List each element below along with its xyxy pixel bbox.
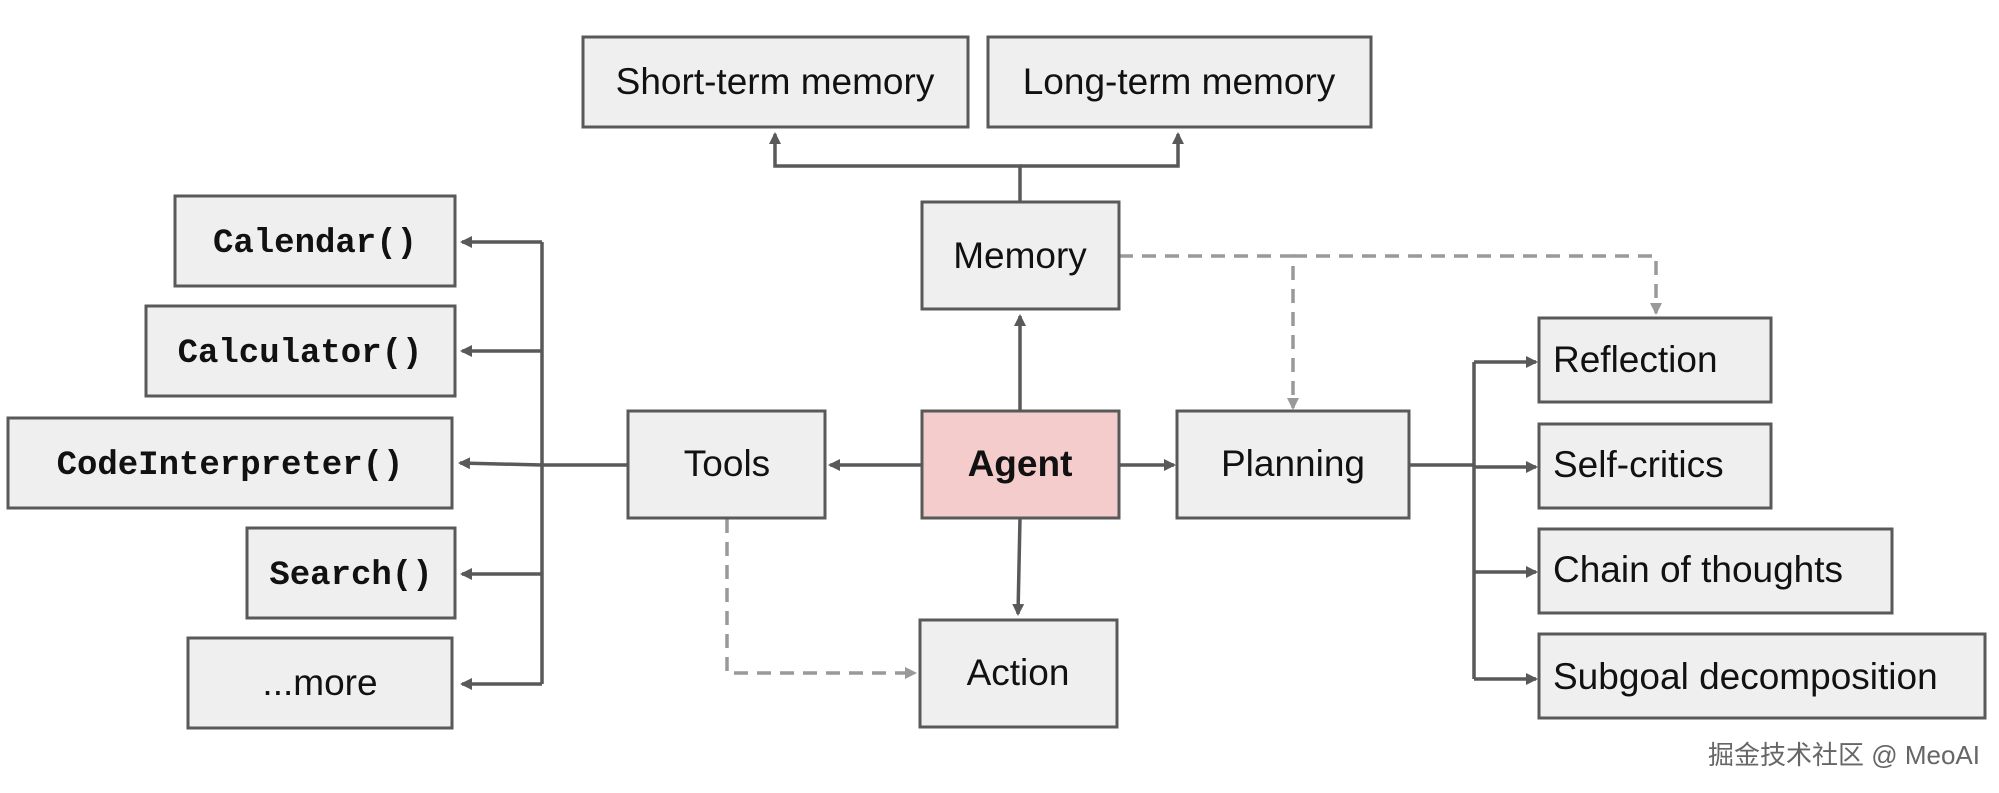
tools-to-codeinterpreter-arrow bbox=[458, 457, 543, 470]
search-label: Search() bbox=[269, 557, 432, 595]
action-node: Action bbox=[918, 618, 1119, 729]
subgoal-decomposition-node: Subgoal decomposition bbox=[1537, 632, 1987, 720]
memory-to-reflection-dashed-arrow bbox=[1293, 254, 1662, 315]
reflection-label: Reflection bbox=[1553, 339, 1718, 380]
long-term-memory-label: Long-term memory bbox=[1023, 61, 1336, 102]
self-critics-label: Self-critics bbox=[1553, 444, 1724, 485]
codeinterpreter-label: CodeInterpreter() bbox=[57, 447, 404, 485]
search-node: Search() bbox=[245, 526, 457, 620]
planning-node: Planning bbox=[1175, 409, 1411, 520]
codeinterpreter-node: CodeInterpreter() bbox=[6, 416, 454, 510]
agent-node: Agent bbox=[920, 409, 1121, 520]
tools-branch-trunk bbox=[540, 242, 628, 684]
agent-to-action-arrow bbox=[1012, 517, 1025, 616]
short-term-memory-node: Short-term memory bbox=[581, 35, 970, 129]
short-term-memory-label: Short-term memory bbox=[616, 61, 935, 102]
reflection-node: Reflection bbox=[1537, 316, 1773, 404]
self-critics-node: Self-critics bbox=[1537, 422, 1773, 510]
planning-branch-trunk bbox=[1410, 362, 1476, 679]
subgoal-decomposition-label: Subgoal decomposition bbox=[1553, 656, 1938, 697]
tools-node: Tools bbox=[626, 409, 827, 520]
planning-label: Planning bbox=[1221, 443, 1365, 484]
chain-of-thoughts-label: Chain of thoughts bbox=[1553, 549, 1843, 590]
long-term-memory-node: Long-term memory bbox=[986, 35, 1373, 129]
chain-of-thoughts-node: Chain of thoughts bbox=[1537, 527, 1894, 615]
calculator-node: Calculator() bbox=[144, 304, 457, 398]
memory-to-long-term-connector bbox=[1020, 132, 1184, 168]
memory-to-planning-dashed-arrow bbox=[1119, 254, 1299, 410]
nodes: Short-term memory Long-term memory Memor… bbox=[6, 35, 1987, 730]
tools-to-action-dashed-arrow bbox=[725, 519, 917, 679]
connectors bbox=[458, 132, 1662, 690]
tools-label: Tools bbox=[684, 443, 770, 484]
calendar-label: Calendar() bbox=[213, 225, 417, 263]
more-label: ...more bbox=[262, 662, 377, 703]
more-node: ...more bbox=[186, 636, 454, 730]
calendar-node: Calendar() bbox=[173, 194, 457, 288]
watermark-text: 掘金技术社区 @ MeoAI bbox=[1708, 740, 1980, 770]
calculator-label: Calculator() bbox=[178, 335, 423, 373]
agent-label: Agent bbox=[968, 443, 1073, 484]
memory-label: Memory bbox=[953, 235, 1087, 276]
memory-to-memory-types-connector bbox=[769, 132, 1022, 202]
action-label: Action bbox=[967, 652, 1070, 693]
memory-node: Memory bbox=[920, 200, 1121, 311]
